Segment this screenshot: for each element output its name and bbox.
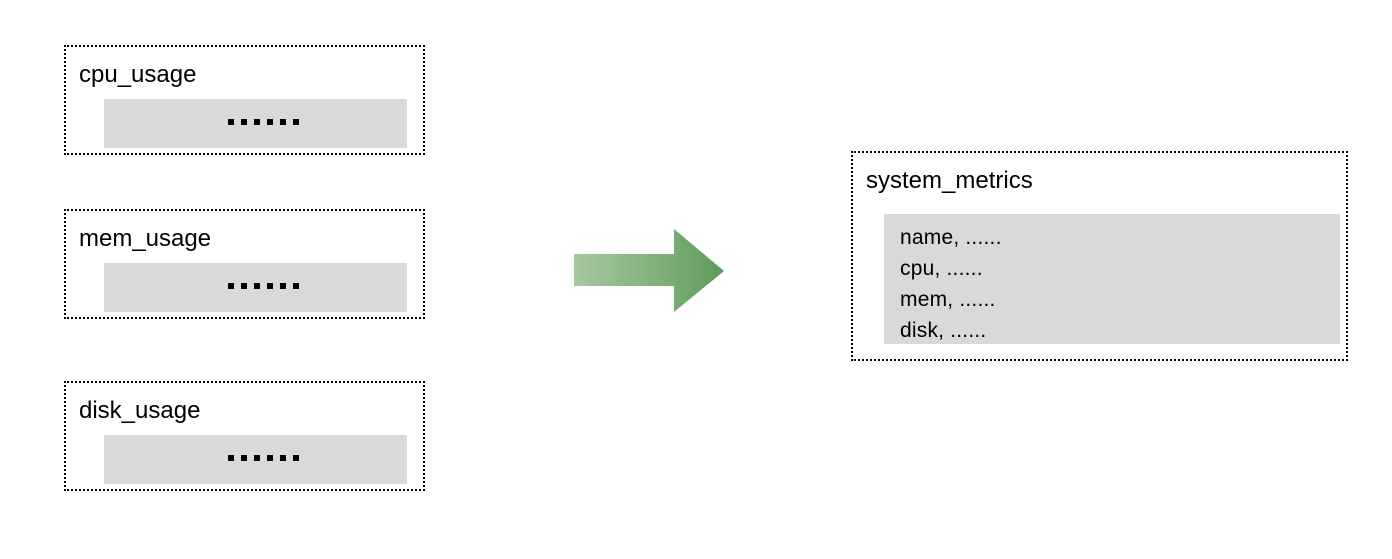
target-field-row: mem, ......	[900, 288, 996, 311]
source-entity-body-panel	[104, 435, 407, 484]
source-entity-cpu-usage[interactable]: cpu_usage	[64, 45, 425, 155]
target-entity-system-metrics[interactable]: system_metrics name, ...... cpu, ...... …	[851, 151, 1348, 361]
target-field-row: name, ......	[900, 226, 1002, 249]
ellipsis-placeholder-icon	[228, 455, 299, 461]
source-entity-body-panel	[104, 263, 407, 312]
target-field-row: disk, ......	[900, 319, 987, 342]
source-entity-title: cpu_usage	[79, 61, 197, 88]
source-entity-title: mem_usage	[79, 225, 212, 252]
source-entity-disk-usage[interactable]: disk_usage	[64, 381, 425, 491]
target-field-list: name, ...... cpu, ...... mem, ...... dis…	[900, 222, 1002, 346]
source-entity-mem-usage[interactable]: mem_usage	[64, 209, 425, 319]
source-entity-title: disk_usage	[79, 397, 201, 424]
ellipsis-placeholder-icon	[228, 283, 299, 289]
target-field-row: cpu, ......	[900, 257, 983, 280]
right-arrow-icon	[574, 229, 724, 312]
ellipsis-placeholder-icon	[228, 119, 299, 125]
target-entity-body-panel: name, ...... cpu, ...... mem, ...... dis…	[884, 214, 1340, 344]
source-entity-body-panel	[104, 99, 407, 148]
target-entity-title: system_metrics	[866, 167, 1033, 194]
